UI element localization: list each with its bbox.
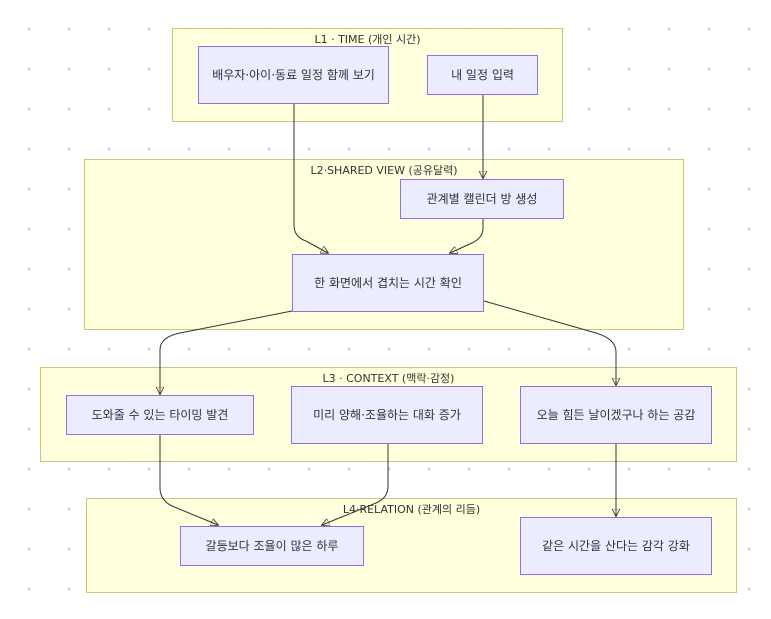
- node-label: 배우자·아이·동료 일정 함께 보기: [212, 67, 375, 82]
- node-label: 갈등보다 조율이 많은 하루: [205, 538, 339, 553]
- node-label: 오늘 힘든 날이겠구나 하는 공감: [536, 407, 696, 422]
- node-label: 도와줄 수 있는 타이밍 발견: [91, 407, 229, 422]
- node-overlap[interactable]: 한 화면에서 겹치는 시간 확인: [292, 254, 484, 312]
- group-label: L1 · TIME (개인 시간): [314, 33, 421, 46]
- group-label: L3 · CONTEXT (맥락·감정): [322, 372, 455, 385]
- group-label: L2·SHARED VIEW (공유달력): [310, 164, 458, 177]
- node-label: 한 화면에서 겹치는 시간 확인: [314, 275, 462, 290]
- node-same-time[interactable]: 같은 시간을 산다는 감각 강화: [520, 517, 712, 575]
- group-label: L4·RELATION (관계의 리듬): [342, 503, 481, 516]
- node-view-together[interactable]: 배우자·아이·동료 일정 함께 보기: [198, 46, 389, 104]
- node-timing[interactable]: 도와줄 수 있는 타이밍 발견: [66, 395, 254, 435]
- node-label: 같은 시간을 산다는 감각 강화: [542, 538, 690, 553]
- node-harmony[interactable]: 갈등보다 조율이 많은 하루: [180, 526, 364, 566]
- node-empathy[interactable]: 오늘 힘든 날이겠구나 하는 공감: [520, 386, 712, 444]
- node-label: 미리 양해·조율하는 대화 증가: [313, 407, 461, 422]
- node-label: 관계별 캘린더 방 생성: [426, 191, 538, 206]
- node-label: 내 일정 입력: [451, 67, 514, 82]
- node-talk[interactable]: 미리 양해·조율하는 대화 증가: [291, 386, 483, 444]
- node-room-create[interactable]: 관계별 캘린더 방 생성: [400, 179, 564, 219]
- node-my-input[interactable]: 내 일정 입력: [427, 55, 538, 95]
